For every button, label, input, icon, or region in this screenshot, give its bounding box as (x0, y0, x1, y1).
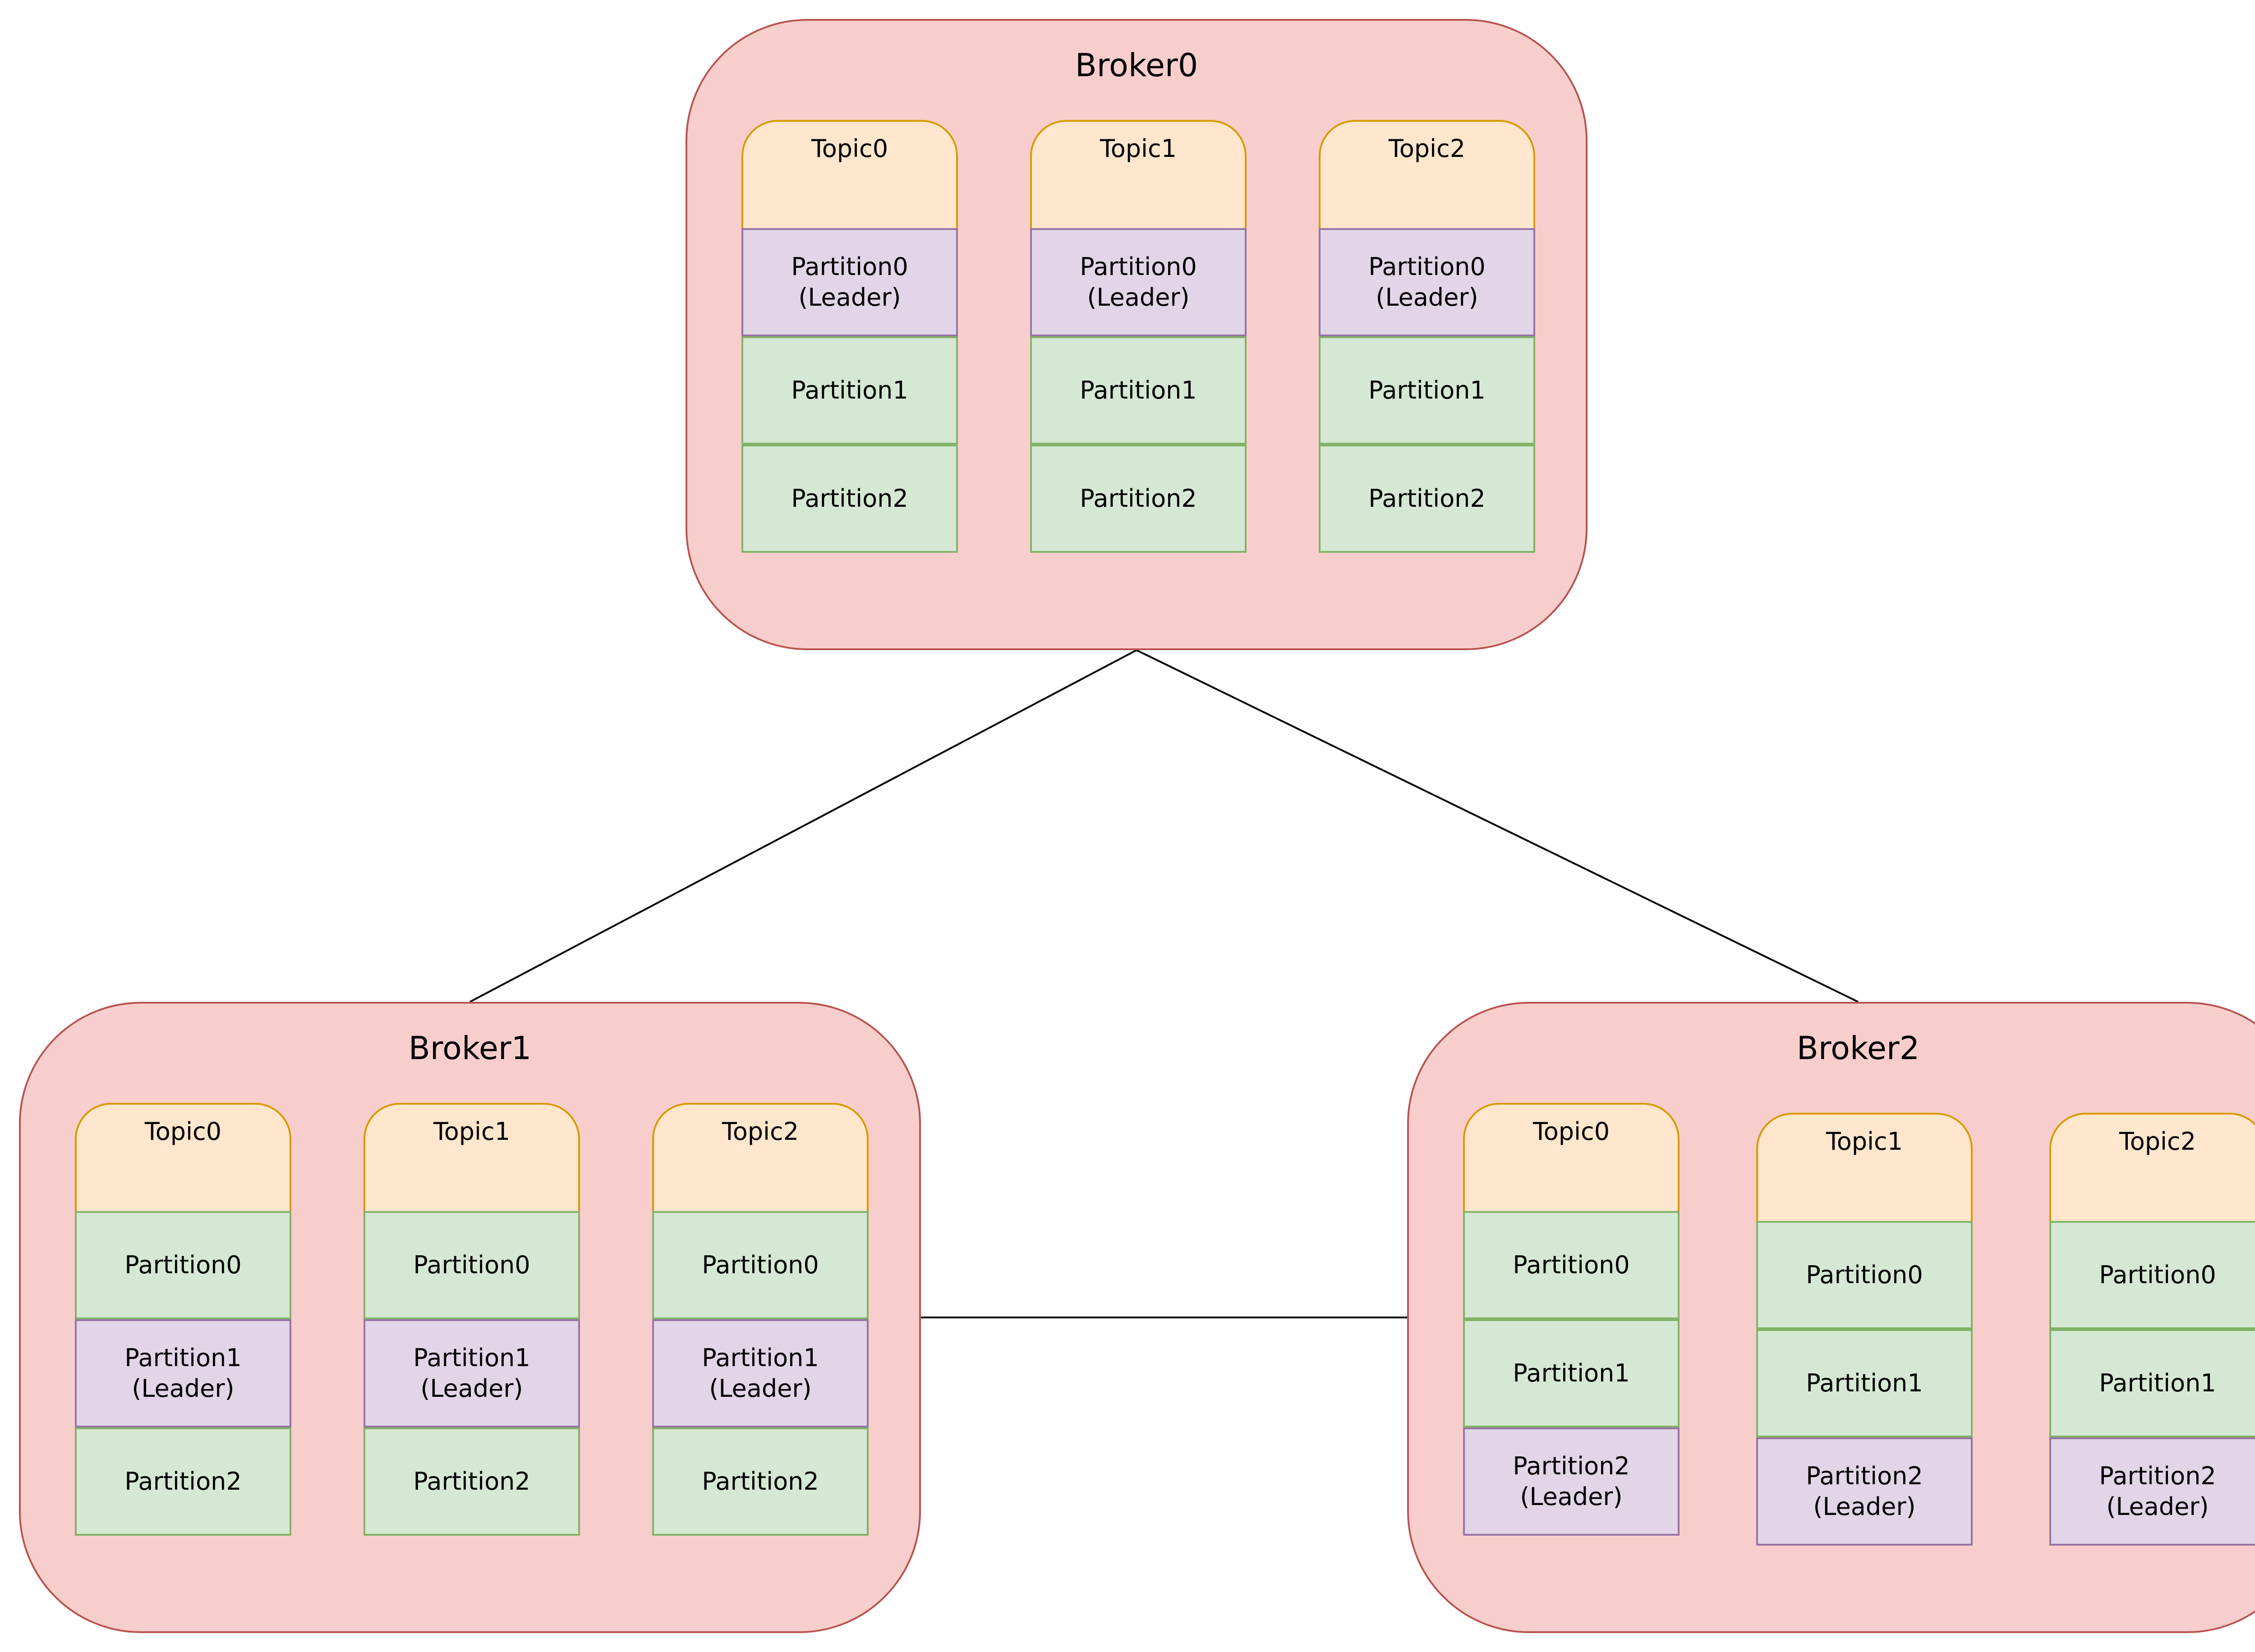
partition-label: Partition1 (1368, 376, 1486, 404)
partition-label: Partition0 (1368, 252, 1486, 281)
topic-header: Topic1 (1756, 1113, 1973, 1221)
partition-label: Partition0 (1806, 1261, 1923, 1289)
partition-label: Partition1 (702, 1344, 819, 1372)
topic-header: Topic2 (652, 1103, 869, 1211)
partition-label: Partition2 (1368, 484, 1486, 513)
partition-label: Partition0 (124, 1251, 242, 1279)
leader-label: (Leader) (132, 1374, 235, 1403)
partition-leader: Partition2(Leader) (1756, 1437, 1973, 1546)
partition-label: Partition1 (1806, 1369, 1923, 1397)
broker-title: Broker2 (1796, 1030, 1920, 1067)
partition: Partition1 (1463, 1319, 1680, 1427)
partition: Partition1 (2049, 1329, 2255, 1437)
connection-line (469, 649, 1137, 1003)
partition-label: Partition0 (1513, 1251, 1630, 1279)
broker-title: Broker1 (408, 1030, 532, 1067)
partition-label: Partition2 (413, 1467, 530, 1496)
partition-label: Partition1 (791, 376, 908, 404)
partition: Partition1 (1756, 1329, 1973, 1437)
broker-title: Broker0 (1075, 47, 1198, 84)
partition-leader: Partition1(Leader) (364, 1319, 580, 1427)
partition-leader: Partition1(Leader) (652, 1319, 869, 1427)
partition: Partition1 (1030, 336, 1247, 445)
partition-label: Partition0 (413, 1251, 530, 1279)
partition-label: Partition0 (791, 252, 908, 281)
leader-label: (Leader) (709, 1374, 812, 1403)
partition: Partition2 (652, 1427, 869, 1536)
partition-label: Partition1 (413, 1344, 530, 1372)
partition: Partition2 (75, 1427, 291, 1536)
partition-label: Partition2 (702, 1467, 819, 1496)
partition-label: Partition0 (702, 1251, 819, 1279)
leader-label: (Leader) (2106, 1492, 2209, 1521)
topic-header: Topic2 (2049, 1113, 2255, 1221)
partition: Partition2 (1319, 445, 1535, 553)
connection-line (1136, 649, 1859, 1003)
partition-label: Partition1 (1080, 376, 1197, 404)
topic-header: Topic1 (364, 1103, 580, 1211)
partition: Partition0 (1756, 1221, 1973, 1329)
partition-label: Partition2 (1806, 1462, 1923, 1490)
partition: Partition2 (1030, 445, 1247, 553)
partition: Partition1 (1319, 336, 1535, 445)
partition: Partition0 (364, 1211, 580, 1319)
partition-label: Partition2 (791, 484, 908, 513)
partition-leader: Partition2(Leader) (2049, 1437, 2255, 1546)
leader-label: (Leader) (1813, 1492, 1916, 1521)
partition-label: Partition1 (1513, 1359, 1630, 1387)
partition: Partition2 (741, 445, 958, 553)
topic-header: Topic0 (1463, 1103, 1680, 1211)
partition-label: Partition2 (124, 1467, 242, 1496)
partition-label: Partition1 (124, 1344, 242, 1372)
partition-leader: Partition2(Leader) (1463, 1427, 1680, 1536)
partition-label: Partition1 (2099, 1369, 2216, 1397)
partition: Partition0 (2049, 1221, 2255, 1329)
leader-label: (Leader) (1520, 1482, 1623, 1511)
topic-header: Topic0 (75, 1103, 291, 1211)
leader-label: (Leader) (1376, 283, 1478, 312)
leader-label: (Leader) (798, 283, 901, 312)
partition: Partition0 (75, 1211, 291, 1319)
partition-leader: Partition0(Leader) (1319, 228, 1535, 336)
topic-header: Topic1 (1030, 120, 1247, 228)
leader-label: (Leader) (1087, 283, 1190, 312)
partition: Partition0 (1463, 1211, 1680, 1319)
partition-label: Partition2 (1513, 1452, 1630, 1480)
partition-label: Partition0 (1080, 252, 1197, 281)
leader-label: (Leader) (420, 1374, 523, 1403)
partition-label: Partition2 (1080, 484, 1197, 513)
partition-leader: Partition0(Leader) (1030, 228, 1247, 336)
partition: Partition1 (741, 336, 958, 445)
topic-header: Topic2 (1319, 120, 1535, 228)
partition-leader: Partition0(Leader) (741, 228, 958, 336)
partition-label: Partition2 (2099, 1462, 2216, 1490)
partition: Partition2 (364, 1427, 580, 1536)
topic-header: Topic0 (741, 120, 958, 228)
partition: Partition0 (652, 1211, 869, 1319)
partition-leader: Partition1(Leader) (75, 1319, 291, 1427)
partition-label: Partition0 (2099, 1261, 2216, 1289)
